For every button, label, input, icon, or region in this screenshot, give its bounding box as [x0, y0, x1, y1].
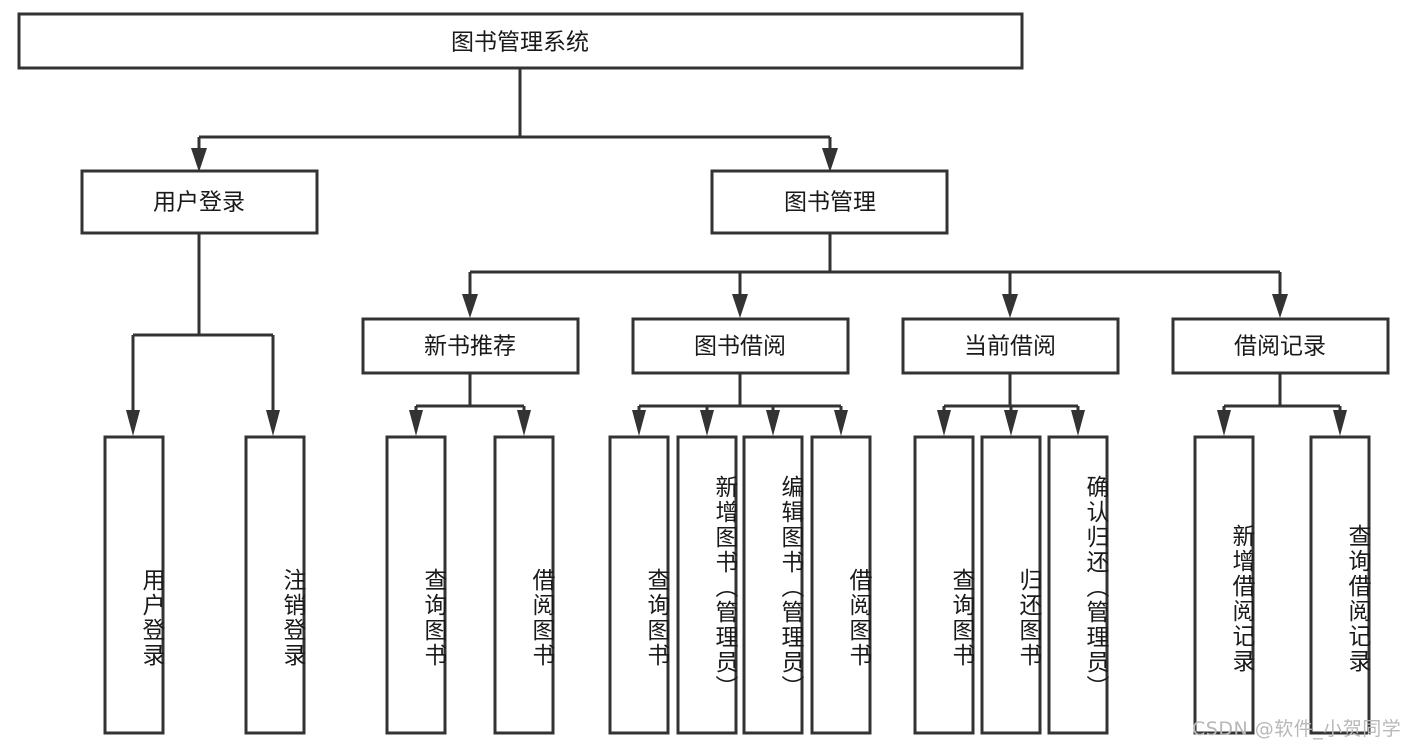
node-current-borrow-box[interactable] — [901, 317, 1120, 375]
arrowhead-leaf-add-record — [1217, 410, 1231, 436]
arrowhead-leaf-add-book — [700, 410, 714, 436]
node-book-borrow[interactable]: 图书借阅 — [631, 317, 850, 375]
node-new-book-rec-label: 新书推荐 — [424, 334, 516, 360]
arrowhead-leaf-user-login — [126, 410, 140, 436]
node-leaf-query-book-2-box[interactable] — [608, 435, 670, 735]
arrowhead-leaf-query-book-2 — [632, 410, 646, 436]
node-leaf-edit-book-box[interactable] — [742, 435, 804, 735]
arrowhead-book-manage — [822, 148, 838, 172]
node-leaf-logout-box[interactable] — [244, 435, 306, 735]
arrowhead-leaf-confirm-return — [1071, 410, 1085, 436]
node-current-borrow[interactable]: 当前借阅 — [901, 317, 1120, 375]
node-borrow-record-box[interactable] — [1171, 317, 1390, 375]
arrowhead-leaf-query-record — [1333, 410, 1347, 436]
arrowhead-new-book-rec — [462, 294, 478, 318]
node-root[interactable]: 图书管理系统 — [17, 12, 1024, 70]
node-leaf-user-login-box[interactable] — [103, 435, 165, 735]
node-user-login-label: 用户登录 — [153, 190, 245, 216]
node-book-manage-box[interactable] — [710, 169, 949, 235]
arrowhead-leaf-borrow-book-2 — [834, 410, 848, 436]
node-leaf-query-book-3-box[interactable] — [913, 435, 975, 735]
arrowhead-leaf-return-book — [1004, 410, 1018, 436]
node-leaf-borrow-book-1-box[interactable] — [493, 435, 555, 735]
node-new-book-rec-box[interactable] — [361, 317, 580, 375]
arrowhead-leaf-query-book-3 — [937, 410, 951, 436]
node-leaf-query-book-1-box[interactable] — [385, 435, 447, 735]
node-root-box[interactable] — [17, 12, 1024, 70]
arrowhead-leaf-query-book-1 — [409, 410, 423, 436]
arrowhead-book-borrow — [732, 294, 748, 318]
node-leaf-add-book-box[interactable] — [676, 435, 738, 735]
node-book-borrow-box[interactable] — [631, 317, 850, 375]
arrowhead-leaf-borrow-book-1 — [517, 410, 531, 436]
node-leaf-borrow-book-2-box[interactable] — [810, 435, 872, 735]
node-leaf-query-record-box[interactable] — [1309, 435, 1371, 735]
node-new-book-rec[interactable]: 新书推荐 — [361, 317, 580, 375]
connector-layer — [126, 68, 1347, 436]
arrowhead-user-login — [191, 148, 207, 172]
arrowhead-borrow-record — [1272, 294, 1288, 318]
leaf-box-layer — [103, 435, 1371, 735]
arrowhead-leaf-edit-book — [766, 410, 780, 436]
node-book-manage-label: 图书管理 — [784, 190, 876, 216]
node-borrow-record[interactable]: 借阅记录 — [1171, 317, 1390, 375]
node-current-borrow-label: 当前借阅 — [964, 334, 1056, 360]
node-leaf-return-book-box[interactable] — [980, 435, 1042, 735]
node-root-label: 图书管理系统 — [451, 30, 589, 56]
node-leaf-confirm-return-box[interactable] — [1047, 435, 1109, 735]
node-book-manage[interactable]: 图书管理 — [710, 169, 949, 235]
arrowhead-current-borrow — [1002, 294, 1018, 318]
node-leaf-add-record-box[interactable] — [1193, 435, 1255, 735]
csdn-watermark: CSDN @软件_小贺同学 — [1192, 718, 1402, 740]
node-borrow-record-label: 借阅记录 — [1234, 334, 1326, 360]
arrowhead-leaf-logout — [266, 410, 280, 436]
node-user-login[interactable]: 用户登录 — [80, 169, 319, 235]
node-book-borrow-label: 图书借阅 — [694, 334, 786, 360]
node-user-login-box[interactable] — [80, 169, 319, 235]
